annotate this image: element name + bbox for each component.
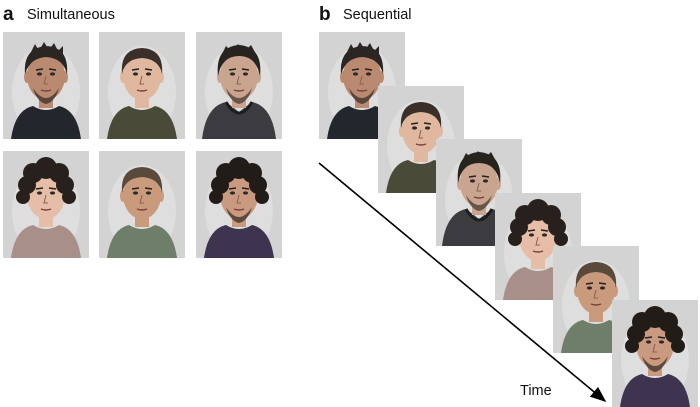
simultaneous-face-3 [196,32,282,139]
simultaneous-face-6 [196,151,282,258]
simultaneous-face-4 [3,151,89,258]
panel-a-label: a [3,4,14,25]
time-label: Time [520,383,552,399]
sequential-face-4 [494,192,581,300]
sequential-face-6 [611,299,698,407]
simultaneous-face-2 [99,32,185,139]
time-arrow-line [318,162,607,403]
simultaneous-face-5 [99,151,185,258]
panel-b-title: Sequential [343,7,412,23]
simultaneous-face-1 [3,32,89,139]
panel-b-label: b [319,4,331,25]
panel-a-title: Simultaneous [27,7,115,23]
